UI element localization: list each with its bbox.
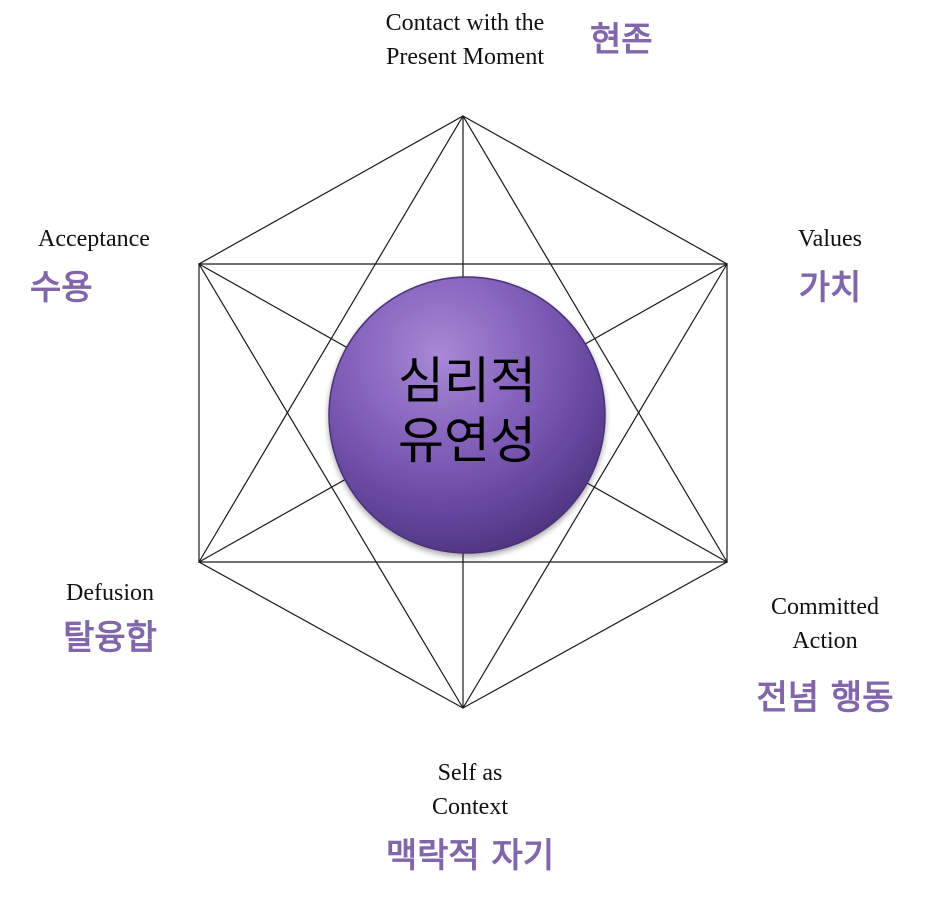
- node-committed-action-english: Committed Action: [771, 594, 879, 654]
- node-committed-action-korean: 전념 행동: [756, 678, 894, 718]
- node-self-as-context-korean: 맥락적 자기: [385, 836, 555, 876]
- node-defusion-korean: 탈융합: [63, 618, 157, 658]
- node-present-moment-english: Contact with the Present Moment: [385, 10, 545, 70]
- node-acceptance-korean: 수용: [30, 268, 93, 308]
- node-present-moment-korean: 현존: [590, 20, 653, 60]
- node-values: Values 가치: [770, 222, 890, 310]
- node-acceptance: Acceptance 수용: [30, 222, 190, 310]
- center-title-line1: 심리적: [398, 352, 536, 410]
- center-circle: [328, 276, 606, 554]
- node-self-as-context-english: Self as Context: [432, 760, 508, 820]
- node-defusion-english: Defusion: [66, 580, 154, 606]
- node-values-english: Values: [798, 226, 862, 252]
- node-self-as-context: Self as Context 맥락적 자기: [350, 756, 590, 878]
- center-title-line2: 유연성: [398, 412, 536, 470]
- node-values-korean: 가치: [798, 268, 862, 308]
- node-acceptance-english: Acceptance: [38, 226, 150, 252]
- node-defusion: Defusion 탈융합: [40, 576, 180, 660]
- node-present-moment: Contact with the Present Moment: [340, 6, 590, 74]
- node-committed-action: Committed Action 전념 행동: [740, 590, 910, 720]
